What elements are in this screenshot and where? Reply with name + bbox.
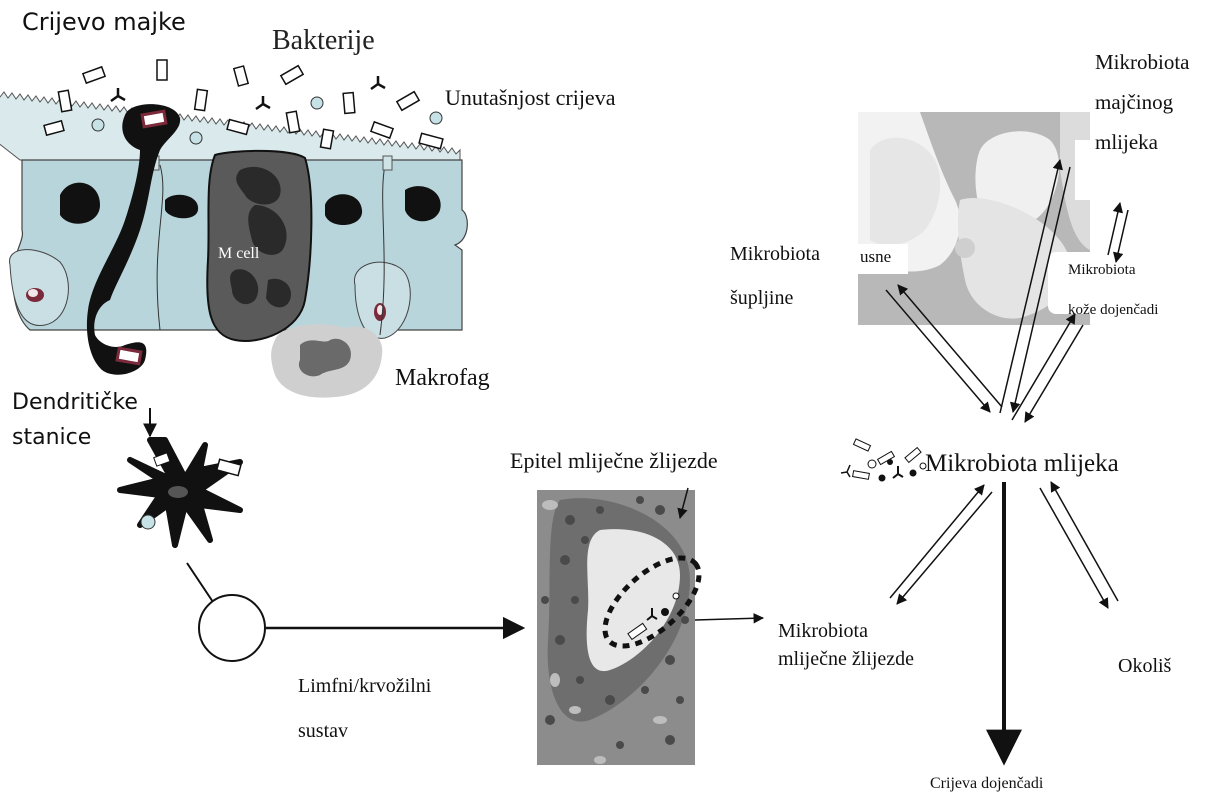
maternal-gut-label: Crijevo majke bbox=[22, 8, 186, 36]
lymph-label-line1: Limfni/krvožilni bbox=[298, 675, 431, 698]
dendritic-cells-label-line2: stanice bbox=[12, 425, 91, 450]
histology-to-mammary-arrow bbox=[695, 618, 763, 620]
maternal-milk-microbiota-label-line2: majčinog bbox=[1095, 90, 1173, 115]
gut-lumen-label: Unutašnjost crijeva bbox=[445, 85, 615, 111]
milk-bacteria-cluster bbox=[841, 439, 926, 482]
infant-skin-microbiota-label-line1: Mikrobiota bbox=[1068, 262, 1136, 279]
maternal-milk-microbiota-label-line3: mlijeka bbox=[1095, 130, 1158, 155]
oral-microbiota-label-line1: Mikrobiota bbox=[730, 243, 820, 266]
mammary-epithelium-label: Epitel mliječne žlijezde bbox=[510, 448, 718, 474]
dendritic-cell bbox=[120, 440, 241, 545]
macrophage-label: Makrofag bbox=[395, 365, 490, 392]
infant-skin-microbiota-label-line2: kože dojenčadi bbox=[1068, 302, 1158, 319]
mammary-microbiota-label-line1: Mikrobiota bbox=[778, 620, 868, 643]
infant-gut-label: Crijeva dojenčadi bbox=[930, 775, 1043, 793]
oral-microbiota-label-line2: šupljine bbox=[730, 287, 793, 310]
environment-label: Okoliš bbox=[1118, 655, 1171, 678]
macrophage bbox=[271, 324, 382, 397]
dendritic-cells-label-line1: Dendritičke bbox=[12, 390, 138, 415]
mammary-microbiota-label-line2: mliječne žlijezde bbox=[778, 648, 914, 671]
milk-microbiota-label: Mikrobiota mlijeka bbox=[925, 450, 1119, 478]
mammary-histology bbox=[537, 488, 714, 765]
bacteria-label: Bakterije bbox=[272, 25, 375, 57]
m-cell-label: M cell bbox=[218, 245, 259, 263]
lymph-label-line2: sustav bbox=[298, 720, 348, 743]
oral-microbiota-label-usne: usne bbox=[860, 247, 891, 267]
maternal-milk-microbiota-label-line1: Mikrobiota bbox=[1095, 50, 1190, 75]
